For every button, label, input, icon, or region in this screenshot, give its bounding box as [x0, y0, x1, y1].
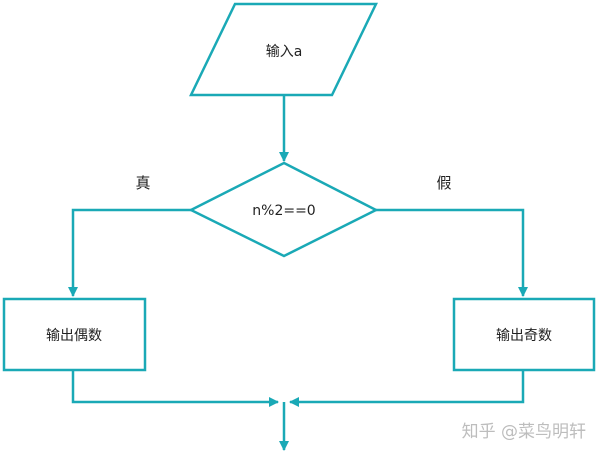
output-odd-label: 输出奇数: [496, 327, 552, 344]
connector-even-to-merge: [71, 370, 279, 407]
output-odd-box: [452, 297, 596, 372]
connector-false-branch: [376, 208, 528, 297]
true-label: 真: [135, 174, 150, 192]
output-even-label: 输出偶数: [46, 328, 102, 344]
input-label: 输入a: [266, 44, 303, 60]
decision-diamond: [188, 161, 379, 258]
watermark-text: 知乎 @菜鸟明轩: [462, 422, 586, 442]
false-label: 假: [436, 174, 451, 192]
connector-odd-to-merge: [289, 370, 525, 407]
output-even-box: [2, 297, 147, 372]
connector-true-branch: [68, 208, 191, 297]
input-parallelogram: [189, 2, 378, 97]
condition-label: n%2==0: [252, 203, 315, 219]
